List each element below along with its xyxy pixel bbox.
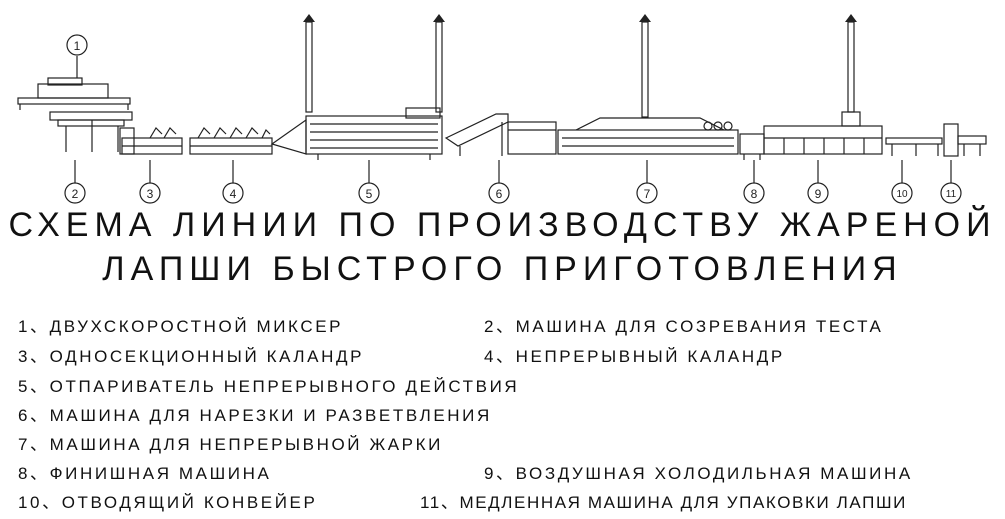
svg-text:4: 4 (230, 187, 237, 201)
title-line-2: ЛАПШИ БЫСТРОГО ПРИГОТОВЛЕНИЯ (102, 250, 903, 288)
exhaust-chimneys (303, 14, 861, 127)
callout-11: 11 (940, 160, 962, 204)
svg-text:9: 9 (815, 187, 822, 201)
callout-1: 1 (66, 34, 88, 78)
machine-1-mixer (17, 77, 131, 110)
callout-5: 5 (358, 160, 380, 204)
legend-item-2: 2、МАШИНА ДЛЯ СОЗРЕВАНИЯ ТЕСТА (484, 317, 884, 336)
legend-item-10: 10、ОТВОДЯЩИЙ КОНВЕЙЕР (18, 493, 318, 512)
legend-item-4: 4、НЕПРЕРЫВНЫЙ КАЛАНДР (484, 347, 785, 366)
callout-4: 4 (222, 160, 244, 204)
svg-text:1: 1 (74, 39, 81, 53)
callout-10: 10 (891, 160, 913, 204)
machine-11-packer (943, 123, 987, 157)
legend-item-6: 6、МАШИНА ДЛЯ НАРЕЗКИ И РАЗВЕТВЛЕНИЯ (18, 406, 492, 425)
machine-10-conveyor (885, 137, 943, 156)
production-line-drawing: 1 2 3 4 5 6 7 8 9 10 (17, 14, 987, 204)
callout-2: 2 (64, 160, 86, 204)
machine-9-cooler (763, 125, 883, 155)
legend-item-1: 1、ДВУХСКОРОСТНОЙ МИКСЕР (18, 317, 344, 336)
callout-8: 8 (743, 160, 765, 204)
callout-7: 7 (636, 160, 658, 204)
callout-9: 9 (807, 160, 829, 204)
svg-text:11: 11 (946, 189, 957, 200)
svg-text:3: 3 (147, 187, 154, 201)
svg-text:2: 2 (72, 187, 79, 201)
callout-6: 6 (488, 160, 510, 204)
svg-text:8: 8 (751, 187, 758, 201)
chimney-2 (433, 14, 445, 113)
legend-item-9: 9、ВОЗДУШНАЯ ХОЛОДИЛЬНАЯ МАШИНА (484, 464, 913, 483)
legend-item-7: 7、МАШИНА ДЛЯ НЕПРЕРЫВНОЙ ЖАРКИ (18, 435, 443, 454)
legend-item-3: 3、ОДНОСЕКЦИОННЫЙ КАЛАНДР (18, 347, 365, 366)
machine-6-cutter (444, 113, 557, 156)
svg-text:5: 5 (366, 187, 373, 201)
machine-7-fryer (557, 117, 739, 155)
machine-5-steamer (270, 107, 443, 160)
machine-3-calender (121, 127, 183, 155)
chimney-1 (303, 14, 315, 113)
title-line-1: СХЕМА ЛИНИИ ПО ПРОИЗВОДСТВУ ЖАРЕНОЙ (8, 206, 997, 244)
legend-item-5: 5、ОТПАРИВАТЕЛЬ НЕПРЕРЫВНОГО ДЕЙСТВИЯ (18, 377, 520, 396)
svg-text:10: 10 (896, 189, 908, 200)
legend-item-8: 8、ФИНИШНАЯ МАШИНА (18, 464, 272, 483)
legend-item-11: 11、МЕДЛЕННАЯ МАШИНА ДЛЯ УПАКОВКИ ЛАПШИ (420, 493, 907, 512)
machine-8-finisher (739, 133, 765, 160)
chimney-3 (639, 14, 651, 118)
svg-text:6: 6 (496, 187, 503, 201)
callout-3: 3 (139, 160, 161, 204)
machine-4-calender (189, 127, 273, 155)
chimney-4 (841, 14, 861, 127)
svg-text:7: 7 (644, 187, 651, 201)
